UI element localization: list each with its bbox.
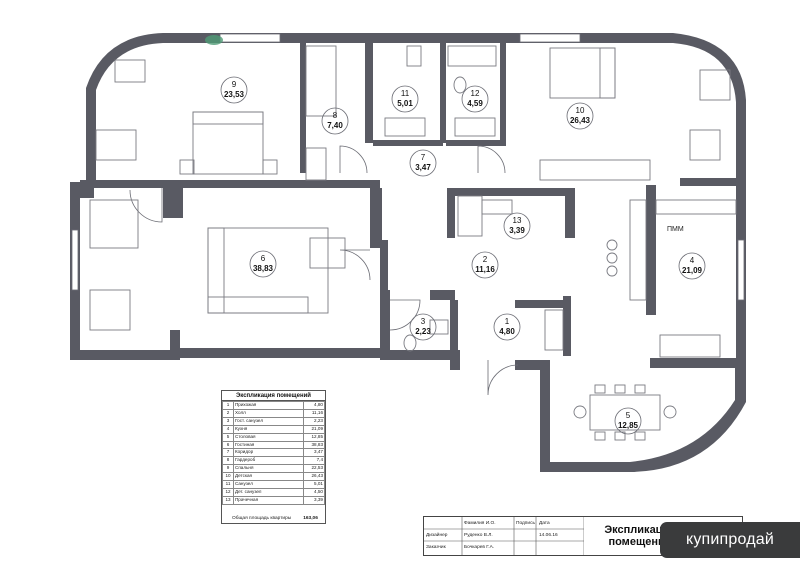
- furniture: [89, 45, 737, 441]
- legend-cell-num: 1: [222, 401, 234, 410]
- legend-cell-area: 4,80: [303, 401, 325, 410]
- interior-walls: [80, 43, 740, 360]
- stamp-row1-date: 14.06.16: [539, 533, 558, 538]
- legend-cell-name: Дет. санузел: [233, 487, 304, 497]
- legend-cell-num: 12: [222, 487, 234, 497]
- legend-cell-num: 6: [222, 440, 234, 450]
- legend-cell-name: Гостиная: [233, 440, 304, 450]
- legend-cell-area: 3,39: [303, 495, 325, 505]
- legend-cell-area: 4,50: [303, 487, 325, 497]
- stamp-row1-role: Дизайнер: [426, 533, 448, 538]
- legend-cell-name: Санузел: [233, 480, 304, 489]
- legend-cell-num: 2: [222, 408, 234, 418]
- legend-cell-num: 7: [222, 448, 234, 458]
- legend-cell-num: 4: [222, 424, 234, 434]
- stamp-title: Экспликация помещений: [604, 524, 676, 549]
- legend-title: Экспликация помещений: [222, 391, 325, 401]
- legend-cell-name: Прачечная: [233, 495, 304, 505]
- legend-cell-area: 26,43: [303, 472, 325, 482]
- legend-cell-name: Коридор: [233, 448, 304, 458]
- legend-cell-area: 21,09: [303, 424, 325, 434]
- legend-cell-area: 11,16: [303, 408, 325, 418]
- legend-cell-name: Детская: [233, 472, 304, 482]
- legend-cell-num: 8: [222, 456, 234, 466]
- legend-cell-area: 3,47: [303, 448, 325, 458]
- legend-cell-name: Гост. санузел: [233, 416, 304, 426]
- stamp-row1-name: Руденко В.Л.: [464, 533, 493, 538]
- legend-cell-area: 22,53: [303, 464, 325, 474]
- legend-cell-num: 13: [222, 495, 234, 505]
- legend-cell-name: Гардероб: [233, 456, 304, 466]
- legend-cell-name: Прихожая: [233, 401, 304, 410]
- legend-cell-area: 7,4: [303, 456, 325, 466]
- watermark-text: купипродай: [685, 531, 775, 548]
- stamp-col-name: Фамилия И.О.: [464, 521, 496, 526]
- legend-cell-name: Кухня: [233, 424, 304, 434]
- stamp-row2-name: Бочкарев Г.А.: [464, 545, 495, 550]
- legend-cell-area: 5,01: [303, 480, 325, 489]
- stamp-col-sign: Подпись: [516, 521, 535, 526]
- title-block-grid: [424, 517, 584, 555]
- legend-cell-num: 10: [222, 472, 234, 482]
- windows: [71, 33, 745, 301]
- dishwasher-label: ПММ: [667, 226, 684, 233]
- legend-cell-area: 12,85: [303, 432, 325, 442]
- stamp-col-date: Дата: [539, 521, 550, 526]
- legend-cell-num: 9: [222, 464, 234, 474]
- legend-cell-name: Спальня: [233, 464, 304, 474]
- legend-cell-area: 2,23: [303, 416, 325, 426]
- stamp-row2-role: Заказчик: [426, 545, 446, 550]
- legend-cell-num: 5: [222, 432, 234, 442]
- watermark-badge: купипродай: [660, 522, 800, 558]
- legend-cell-num: 3: [222, 416, 234, 426]
- legend-cell-area: 38,83: [303, 440, 325, 450]
- legend-cell-name: Холл: [233, 408, 304, 418]
- legend-cell-name: Столовая: [233, 432, 304, 442]
- green-marker: [205, 35, 223, 45]
- room-markers: [220, 76, 706, 435]
- legend-cell-num: 11: [222, 480, 234, 489]
